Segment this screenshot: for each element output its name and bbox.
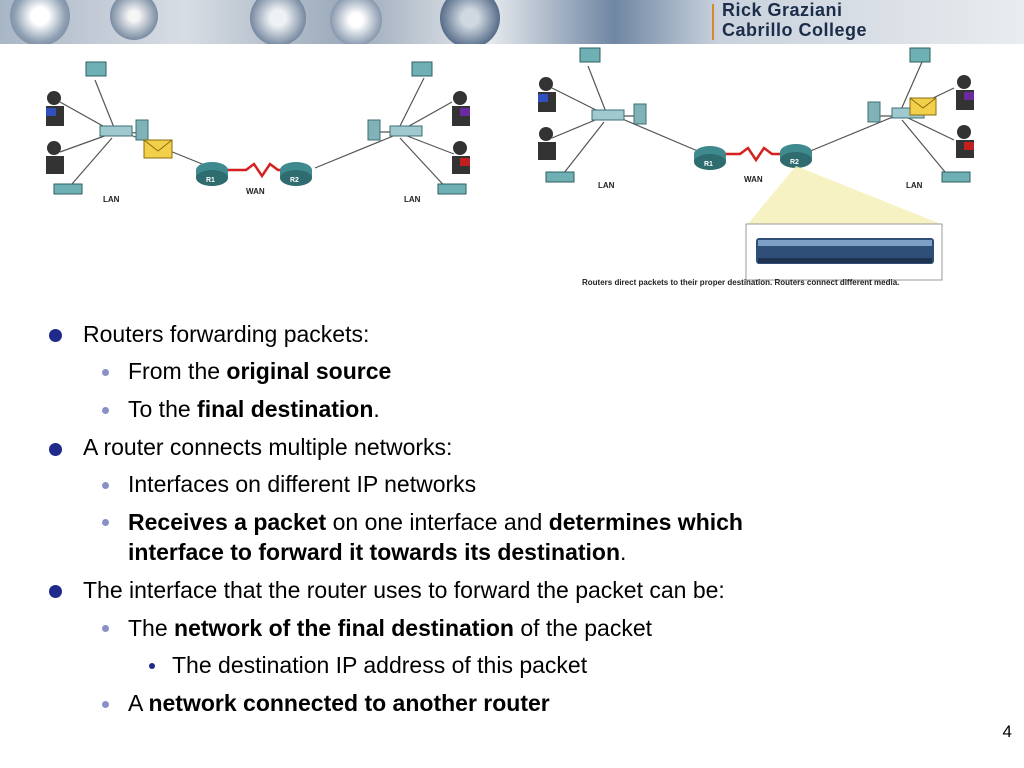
banner-decoration xyxy=(330,0,382,44)
switch-icon xyxy=(591,109,625,121)
printer-icon xyxy=(941,171,971,183)
user-icon xyxy=(453,91,467,105)
sub-bullet-dot xyxy=(102,625,109,632)
wan-label: WAN xyxy=(246,187,265,196)
bullet-dot xyxy=(49,585,62,598)
wan-label: WAN xyxy=(744,175,763,184)
banner-decoration xyxy=(10,0,70,44)
sub-bullet-item: The network of the final destination of … xyxy=(128,615,653,641)
router-label: R1 xyxy=(206,177,215,184)
user-icon xyxy=(46,156,64,174)
user-icon xyxy=(539,127,553,141)
user-icon xyxy=(453,141,467,155)
banner-decoration xyxy=(440,0,500,44)
user-icon xyxy=(47,141,61,155)
user-icon xyxy=(539,77,553,91)
lan-label: LAN xyxy=(103,195,120,204)
bullet-dot xyxy=(49,443,62,456)
banner-decoration xyxy=(110,0,158,40)
sub-bullet-item: To the final destination. xyxy=(128,396,380,422)
switch-icon xyxy=(99,125,133,137)
packet-envelope-icon xyxy=(909,97,937,116)
router-r1-icon xyxy=(694,146,726,170)
sub-bullet-dot xyxy=(102,407,109,414)
header-banner: Rick Graziani Cabrillo College xyxy=(0,0,1024,44)
bullet-item: Routers forwarding packets: xyxy=(83,321,370,347)
sub-bullet-item: A network connected to another router xyxy=(128,690,550,716)
router-label: R1 xyxy=(704,161,713,168)
computer-icon xyxy=(85,61,107,77)
printer-icon xyxy=(53,183,83,195)
lan-label: LAN xyxy=(404,195,421,204)
user-icon xyxy=(957,75,971,89)
server-icon xyxy=(367,119,381,141)
router-r2-icon xyxy=(780,144,812,168)
author-block: Rick Graziani Cabrillo College xyxy=(722,0,867,40)
banner-decoration xyxy=(250,0,306,44)
router-label: R2 xyxy=(290,177,299,184)
user-icon xyxy=(47,91,61,105)
printer-icon xyxy=(545,171,575,183)
sub-bullet-dot xyxy=(102,701,109,708)
sub-bullet-dot xyxy=(102,519,109,526)
sub-bullet-item-continued: interface to forward it towards its dest… xyxy=(128,539,627,565)
user-icon xyxy=(538,142,556,160)
sub-bullet-dot xyxy=(102,482,109,489)
banner-divider xyxy=(712,4,714,40)
network-diagram-right: LAN LAN WAN R1 R2 Routers direct packets… xyxy=(538,47,974,287)
bullet-item: The interface that the router uses to fo… xyxy=(83,577,725,603)
server-icon xyxy=(867,101,881,123)
computer-icon xyxy=(909,47,931,63)
router-photo xyxy=(756,238,934,264)
author-name: Rick Graziani xyxy=(722,0,843,20)
server-icon xyxy=(135,119,149,141)
router-label: R2 xyxy=(790,159,799,166)
router-r2-icon xyxy=(280,162,312,186)
computer-icon xyxy=(579,47,601,63)
lan-label: LAN xyxy=(598,181,615,190)
sub-bullet-item: From the original source xyxy=(128,358,392,384)
printer-icon xyxy=(437,183,467,195)
sub-bullet-dot xyxy=(102,369,109,376)
server-icon xyxy=(633,103,647,125)
diagram-caption: Routers direct packets to their proper d… xyxy=(582,278,899,287)
bullet-dot xyxy=(49,329,62,342)
network-diagram-left: LAN LAN WAN R1 R2 xyxy=(46,61,470,204)
page-number: 4 xyxy=(1002,722,1012,741)
bullet-item: A router connects multiple networks: xyxy=(83,434,453,460)
packet-envelope-icon xyxy=(143,139,173,159)
switch-icon xyxy=(389,125,423,137)
callout-beam xyxy=(746,166,946,226)
router-r1-icon xyxy=(196,162,228,186)
sub-sub-bullet-dot xyxy=(149,663,155,669)
institution-name: Cabrillo College xyxy=(722,20,868,40)
sub-sub-bullet-item: The destination IP address of this packe… xyxy=(172,652,588,678)
sub-bullet-item: Interfaces on different IP networks xyxy=(128,471,477,497)
user-icon xyxy=(957,125,971,139)
sub-bullet-item: Receives a packet on one interface and d… xyxy=(128,509,743,535)
lan-label: LAN xyxy=(906,181,923,190)
computer-icon xyxy=(411,61,433,77)
